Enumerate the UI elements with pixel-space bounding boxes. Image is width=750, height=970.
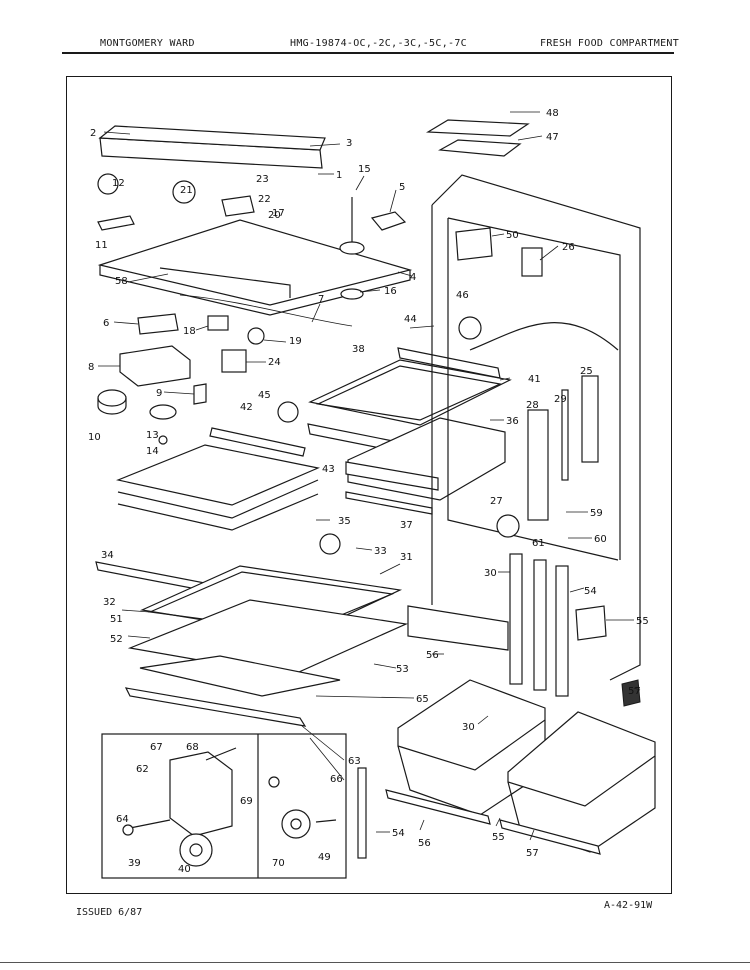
part-label: 51	[110, 614, 123, 625]
part-label: 28	[526, 400, 539, 411]
part-label: 58	[115, 276, 128, 287]
footer-document-code: A-42-91W	[604, 900, 653, 911]
part-label: 47	[546, 132, 559, 143]
part-label: 46	[456, 290, 469, 301]
part-label: 14	[146, 446, 159, 457]
part-label: 64	[116, 814, 129, 825]
part-label: 55	[636, 616, 649, 627]
part-label: 52	[110, 634, 123, 645]
part-label: 62	[136, 764, 149, 775]
part-label: 13	[146, 430, 159, 441]
part-label: 55	[492, 832, 505, 843]
part-label: 3	[346, 138, 352, 149]
part-label: 36	[506, 416, 519, 427]
part-label: 44	[404, 314, 417, 325]
part-label: 26	[562, 242, 575, 253]
part-label: 27	[490, 496, 503, 507]
part-label: 43	[322, 464, 335, 475]
part-label: 67	[150, 742, 163, 753]
part-label: 6	[103, 318, 109, 329]
part-label: 42	[240, 402, 253, 413]
part-label: 7	[318, 294, 324, 305]
part-label: 60	[594, 534, 607, 545]
part-label: 32	[103, 597, 116, 608]
footer-issued-date: ISSUED 6/87	[76, 907, 143, 918]
part-label: 25	[580, 366, 593, 377]
header-rule	[62, 52, 674, 54]
part-label: 39	[128, 858, 141, 869]
part-label: 10	[88, 432, 101, 443]
part-label: 68	[186, 742, 199, 753]
part-label: 2	[90, 128, 96, 139]
part-label: 54	[584, 586, 597, 597]
part-label: 56	[418, 838, 431, 849]
part-label: 16	[384, 286, 397, 297]
part-label: 37	[400, 520, 413, 531]
part-label: 69	[240, 796, 253, 807]
part-label: 45	[258, 390, 271, 401]
part-label: 23	[256, 174, 269, 185]
part-label: 30	[484, 568, 497, 579]
part-label: 11	[95, 240, 108, 251]
part-label: 38	[352, 344, 365, 355]
part-label: 56	[426, 650, 439, 661]
part-label: 57	[628, 686, 641, 697]
header-section-title: FRESH FOOD COMPARTMENT	[540, 38, 680, 49]
part-label: 19	[289, 336, 302, 347]
part-label: 49	[318, 852, 331, 863]
part-label: 29	[554, 394, 567, 405]
part-label: 18	[183, 326, 196, 337]
part-label: 57	[526, 848, 539, 859]
part-label: 4	[410, 272, 416, 283]
part-label: 1	[336, 170, 342, 181]
diagram-frame	[66, 76, 672, 894]
part-label: 24	[268, 357, 281, 368]
part-label: 9	[156, 388, 162, 399]
part-label: 63	[348, 756, 361, 767]
part-label: 41	[528, 374, 541, 385]
part-label: 59	[590, 508, 603, 519]
part-label: 21	[180, 185, 193, 196]
part-number-labels: 2 3 1 15 5 12 21 23 22 20 11 17 4 58 16 …	[88, 108, 649, 875]
part-label: 8	[88, 362, 94, 373]
part-label: 30	[462, 722, 475, 733]
part-label: 65	[416, 694, 429, 705]
part-illustrations	[95, 119, 656, 879]
part-label: 12	[112, 178, 125, 189]
part-label: 50	[506, 230, 519, 241]
part-label: 34	[101, 550, 114, 561]
part-label: 20	[268, 210, 281, 221]
leader-lines	[98, 111, 641, 841]
part-label: 53	[396, 664, 409, 675]
part-label: 17	[272, 208, 285, 219]
page-bottom-rule	[0, 962, 750, 963]
part-label: 54	[392, 828, 405, 839]
header-model-number: HMG-19874-OC,-2C,-3C,-5C,-7C	[290, 38, 467, 49]
part-label: 66	[330, 774, 343, 785]
part-label: 31	[400, 552, 413, 563]
part-label: 15	[358, 164, 371, 175]
part-label: 70	[272, 858, 285, 869]
part-label: 22	[258, 194, 271, 205]
part-label: 40	[178, 864, 191, 875]
part-label: 5	[399, 182, 405, 193]
part-label: 35	[338, 516, 351, 527]
part-label: 61	[532, 538, 545, 549]
part-label: 48	[546, 108, 559, 119]
header-brand: MONTGOMERY WARD	[100, 38, 195, 49]
part-label: 33	[374, 546, 387, 557]
